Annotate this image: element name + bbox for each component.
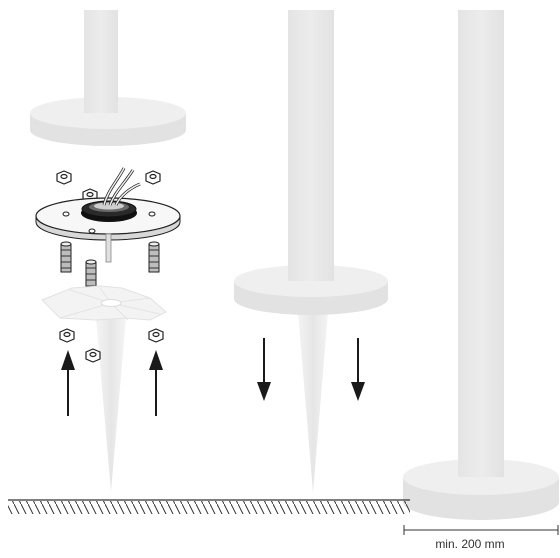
hex-nut-icon xyxy=(56,170,72,185)
hex-nut-icon xyxy=(85,348,101,363)
arrow-up-icon xyxy=(61,350,75,416)
ground-spike xyxy=(41,285,167,492)
top-nuts xyxy=(56,170,161,203)
bolts xyxy=(60,241,160,291)
bolt-icon xyxy=(148,241,160,273)
hex-nut-icon xyxy=(59,328,75,343)
assembled-pole-over-spike xyxy=(234,10,388,493)
dimension-line xyxy=(403,525,559,535)
bottom-nuts xyxy=(59,328,164,363)
bolt-icon xyxy=(85,259,97,291)
ground-hatch-icon xyxy=(8,499,410,514)
mounting-flange xyxy=(35,167,181,263)
bolt-icon xyxy=(60,241,72,273)
upper-pole xyxy=(30,10,186,146)
hex-nut-icon xyxy=(148,328,164,343)
arrow-down-icon xyxy=(351,338,365,401)
arrow-up-icon xyxy=(149,350,163,416)
dimension-label: min. 200 mm xyxy=(435,537,505,551)
installed-pole xyxy=(403,10,559,520)
hex-nut-icon xyxy=(145,170,161,185)
arrow-down-icon xyxy=(257,338,271,401)
exploded-assembly xyxy=(30,10,186,492)
